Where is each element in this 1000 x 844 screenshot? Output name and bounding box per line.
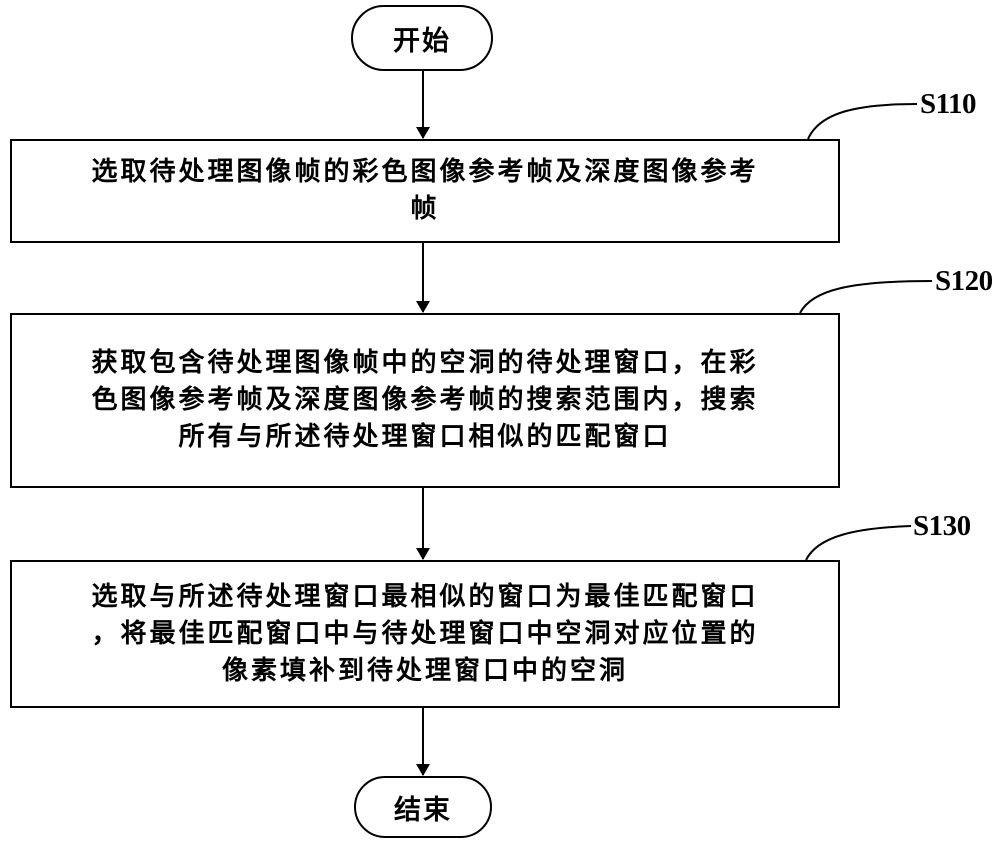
- step-s110-line-2: 帧: [410, 194, 440, 224]
- step-s120-line-1: 获取包含待处理图像帧中的空洞的待处理窗口，在彩: [91, 348, 759, 378]
- end-label: 结束: [394, 794, 452, 826]
- step-s120-line-3: 所有与所述待处理窗口相似的匹配窗口: [178, 422, 672, 452]
- step-label-s120: S120: [935, 265, 993, 297]
- start-terminal: 开始: [351, 5, 493, 71]
- start-label: 开始: [393, 25, 451, 57]
- leader-s110: [807, 103, 918, 140]
- step-box-s120: 获取包含待处理图像帧中的空洞的待处理窗口，在彩 色图像参考帧及深度图像参考帧的搜…: [10, 313, 840, 488]
- step-label-s130: S130: [913, 510, 971, 542]
- step-box-s110: 选取待处理图像帧的彩色图像参考帧及深度图像参考 帧: [10, 139, 840, 243]
- leader-s130: [805, 525, 912, 561]
- step-s130-line-1: 选取与所述待处理窗口最相似的窗口为最佳匹配窗口: [91, 581, 759, 612]
- step-label-s110: S110: [920, 88, 977, 120]
- step-s130-line-3: 像素填补到待处理窗口中的空洞: [221, 655, 628, 686]
- step-s130-line-2: ，将最佳匹配窗口中与待处理窗口中空洞对应位置的: [91, 618, 759, 649]
- end-terminal: 结束: [354, 776, 492, 838]
- step-s110-line-1: 选取待处理图像帧的彩色图像参考帧及深度图像参考: [91, 157, 759, 187]
- step-box-s130: 选取与所述待处理窗口最相似的窗口为最佳匹配窗口 ，将最佳匹配窗口中与待处理窗口中…: [10, 560, 840, 708]
- step-s120-line-2: 色图像参考帧及深度图像参考帧的搜索范围内，搜索: [91, 385, 759, 415]
- leader-s120: [799, 280, 933, 314]
